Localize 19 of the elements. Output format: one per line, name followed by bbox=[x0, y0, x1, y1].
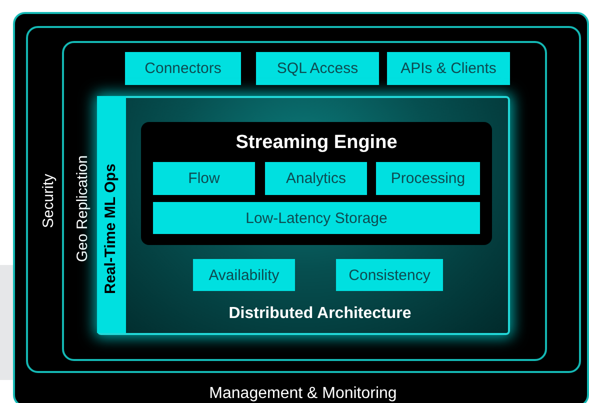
panel-label: Geo Replication bbox=[74, 155, 91, 262]
panel-title: Management & Monitoring bbox=[208, 385, 398, 403]
component-box: Availability bbox=[193, 259, 295, 291]
component-box: APIs & Clients bbox=[387, 52, 510, 85]
component-box: Low-Latency Storage bbox=[153, 202, 480, 234]
panel-title: Distributed Architecture bbox=[228, 305, 412, 323]
bar-label: Real-Time ML Ops bbox=[102, 164, 119, 294]
panel-label: Security bbox=[40, 174, 57, 228]
replication-panel bbox=[62, 41, 547, 361]
panel-title: Streaming Engine bbox=[234, 132, 398, 154]
component-box: Flow bbox=[153, 162, 255, 195]
component-box: Analytics bbox=[265, 162, 367, 195]
component-box: SQL Access bbox=[256, 52, 379, 85]
architecture-panel bbox=[97, 96, 510, 335]
side-bar bbox=[97, 96, 126, 333]
engine-panel bbox=[141, 122, 492, 245]
component-box: Consistency bbox=[336, 259, 443, 291]
component-box: Processing bbox=[376, 162, 480, 195]
component-box: Connectors bbox=[125, 52, 241, 85]
